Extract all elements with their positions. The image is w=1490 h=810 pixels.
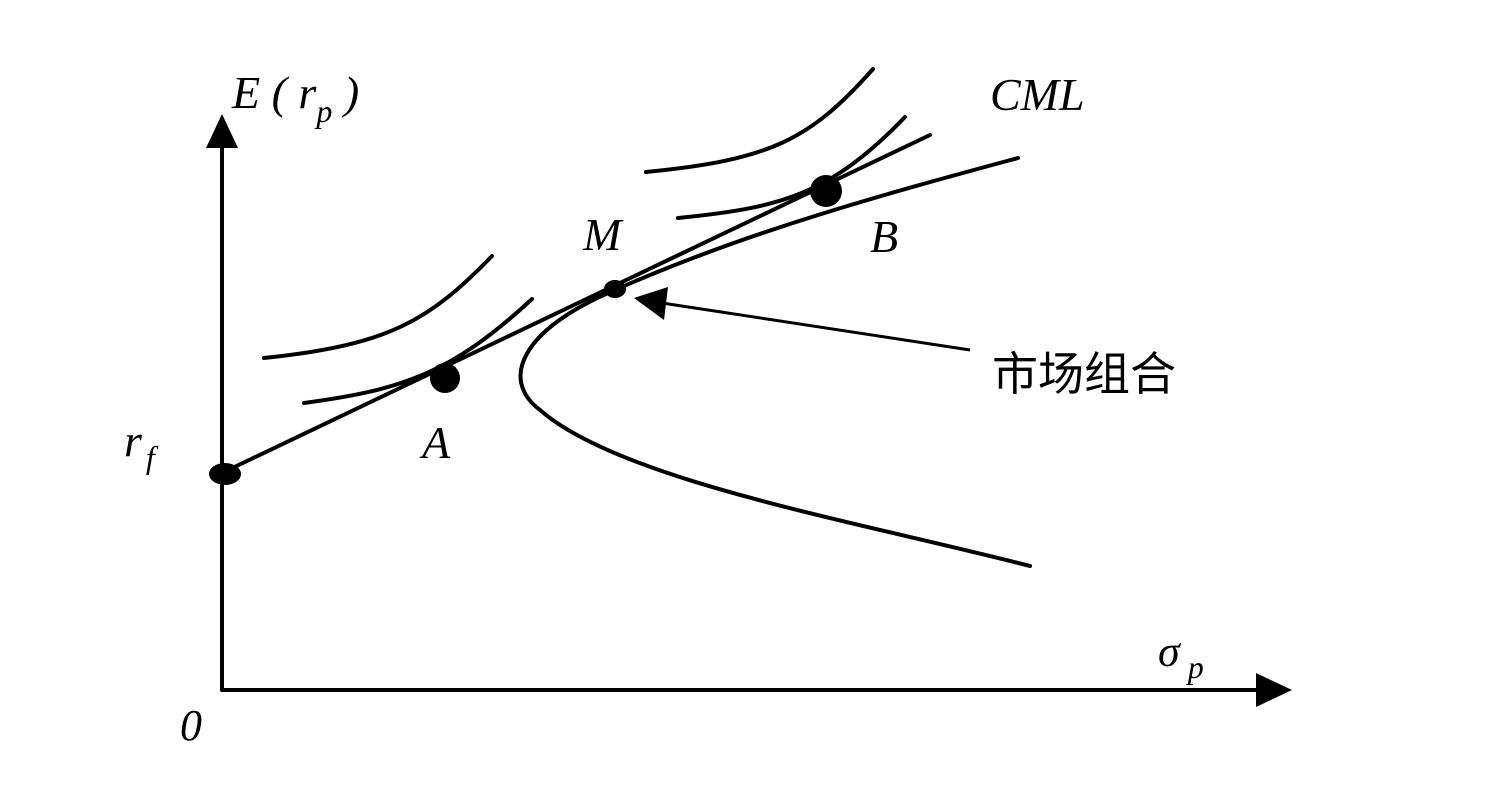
x-axis-arrowhead bbox=[1256, 673, 1292, 707]
axes bbox=[206, 114, 1292, 707]
market-portfolio-label: 市场组合 bbox=[992, 347, 1176, 401]
point-a-label: A bbox=[419, 417, 451, 468]
y-axis-arrowhead bbox=[206, 114, 238, 148]
efficient-frontier-curve bbox=[518, 288, 1032, 568]
efficient-frontier-upper bbox=[613, 156, 1020, 292]
market-portfolio-arrowhead bbox=[634, 287, 668, 320]
indifference-curve-a-lower bbox=[302, 297, 534, 405]
y-axis-label: E ( rp ) bbox=[231, 67, 359, 129]
point-b bbox=[810, 175, 842, 207]
cml-label: CML bbox=[990, 69, 1085, 120]
point-m bbox=[604, 280, 626, 298]
origin-label: 0 bbox=[180, 701, 202, 750]
indifference-curve-b-upper bbox=[644, 67, 875, 174]
point-a bbox=[430, 363, 460, 393]
risk-free-point bbox=[209, 463, 241, 485]
point-m-label: M bbox=[582, 209, 624, 260]
indifference-curve-b-lower bbox=[676, 115, 907, 220]
market-portfolio-arrow-line bbox=[661, 301, 971, 352]
point-b-label: B bbox=[870, 211, 898, 262]
indifference-curve-a-upper bbox=[262, 254, 494, 360]
